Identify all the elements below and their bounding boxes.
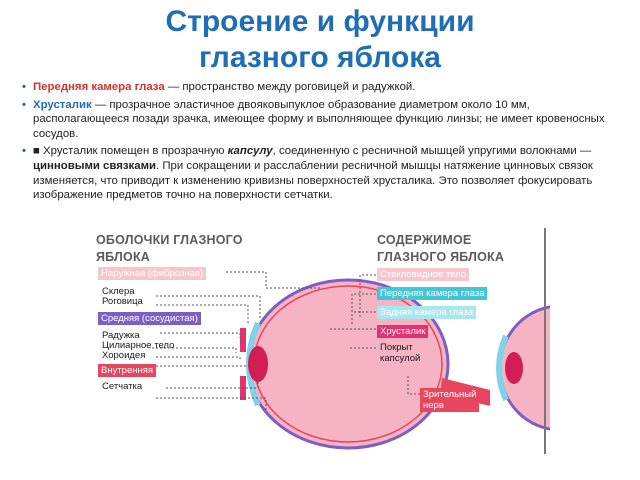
label-optic-nerve-line-2: нерв	[423, 400, 444, 411]
label-capsule-line-1: Покрыт	[380, 342, 413, 353]
bullet-text: Хрусталик помещен в прозрачную	[39, 145, 228, 158]
term-zonular-fibers: цинновыми связками	[33, 159, 157, 172]
bullet-lens: • Хрусталик — прозрачное эластичное двоя…	[22, 98, 622, 142]
title-line-1: Строение и функции	[165, 5, 475, 38]
label-cornea: Роговица	[102, 296, 143, 307]
term-capsule: капсулу	[227, 145, 273, 158]
label-optic-nerve: Зрительный нерв	[420, 388, 480, 412]
title-line-2: глазного яблока	[199, 41, 441, 74]
bullet-list: • Передняя камера глаза — пространство м…	[22, 80, 622, 206]
label-inner-layer: Внутренняя	[98, 364, 157, 377]
leader-lines-left	[152, 271, 320, 410]
left-heading: ОБОЛОЧКИ ГЛАЗНОГО ЯБЛОКА	[96, 232, 243, 266]
term-anterior-chamber: Передняя камера глаза	[33, 81, 165, 93]
bullet-marker: •	[22, 98, 26, 111]
left-heading-line-2: ЯБЛОКА	[96, 250, 151, 264]
label-retina: Сетчатка	[102, 381, 143, 392]
square-marker: ■	[33, 145, 40, 158]
label-capsule-line-2: капсулой	[380, 353, 421, 364]
bullet-anterior-chamber: • Передняя камера глаза — пространство м…	[22, 80, 622, 95]
bullet-text: — пространство между роговицей и радужко…	[164, 81, 416, 93]
eye-diagram: ОБОЛОЧКИ ГЛАЗНОГО ЯБЛОКА СОДЕРЖИМОЕ ГЛАЗ…	[90, 228, 550, 454]
label-iris: Радужка	[102, 330, 140, 341]
term-lens: Хрусталик	[33, 98, 92, 111]
iris-left-top	[240, 328, 246, 352]
label-middle-layer: Средняя (сосудистая)	[98, 312, 201, 325]
right-heading-line-1: СОДЕРЖИМОЕ	[377, 233, 472, 247]
bullet-marker: •	[22, 81, 26, 93]
label-sclera: Склера	[102, 286, 135, 297]
bullet-marker: •	[22, 145, 26, 158]
label-vitreous-body: Стекловидное тело	[377, 268, 470, 281]
lens-left	[248, 346, 268, 382]
bullet-text: — прозрачное эластичное двояковыпуклое о…	[33, 98, 605, 140]
label-anterior-chamber: Передняя камера глаза	[377, 287, 488, 300]
bullet-text: , соединенную с ресничной мышцей упругим…	[272, 145, 592, 158]
cornea-right	[496, 334, 509, 402]
label-ciliary-body: Цилиарное тело	[102, 340, 175, 351]
bullet-lens-capsule: • ■ Хрусталик помещен в прозрачную капсу…	[22, 144, 622, 202]
leader-lines-right	[330, 274, 420, 395]
label-lens: Хрусталик	[377, 325, 429, 338]
right-heading: СОДЕРЖИМОЕ ГЛАЗНОГО ЯБЛОКА	[377, 232, 504, 266]
lens-right	[505, 352, 523, 384]
bullet-text: . При сокращении и расслаблении реснично…	[33, 159, 593, 202]
label-choroid: Хороидея	[102, 350, 146, 361]
left-heading-line-1: ОБОЛОЧКИ ГЛАЗНОГО	[96, 233, 243, 247]
label-optic-nerve-line-1: Зрительный	[423, 389, 477, 400]
right-heading-line-2: ГЛАЗНОГО ЯБЛОКА	[377, 250, 505, 264]
label-outer-layer: Наружная (фиброзная)	[98, 267, 207, 280]
label-posterior-chamber: Задняя камера глаза	[377, 306, 477, 319]
label-capsule: Покрыт капсулой	[380, 342, 420, 364]
